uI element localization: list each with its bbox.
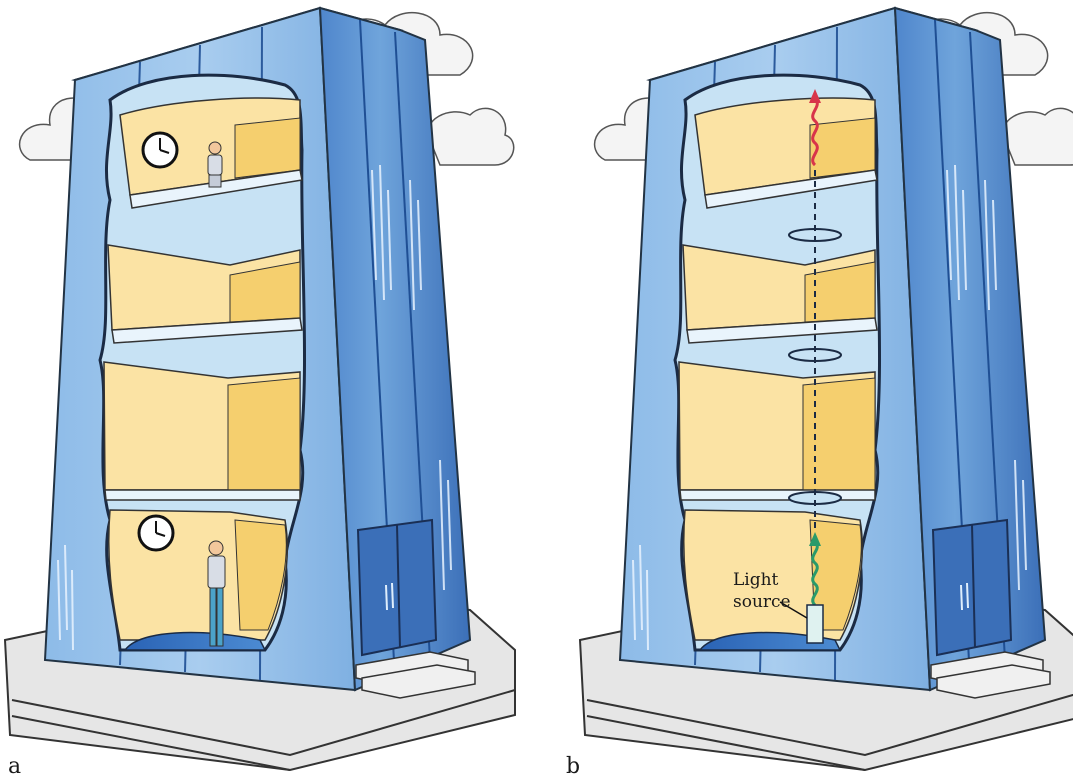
person-icon [208,142,222,187]
panel-label-b: b [566,756,580,778]
clock-icon [139,516,173,550]
clock-icon [143,133,177,167]
panel-b [580,8,1073,770]
light-source-label-line1: Light [733,572,778,590]
light-source-label-line2: source [733,594,791,612]
person-icon [208,541,225,646]
panel-a [5,8,515,770]
panel-label-a: a [8,756,21,778]
